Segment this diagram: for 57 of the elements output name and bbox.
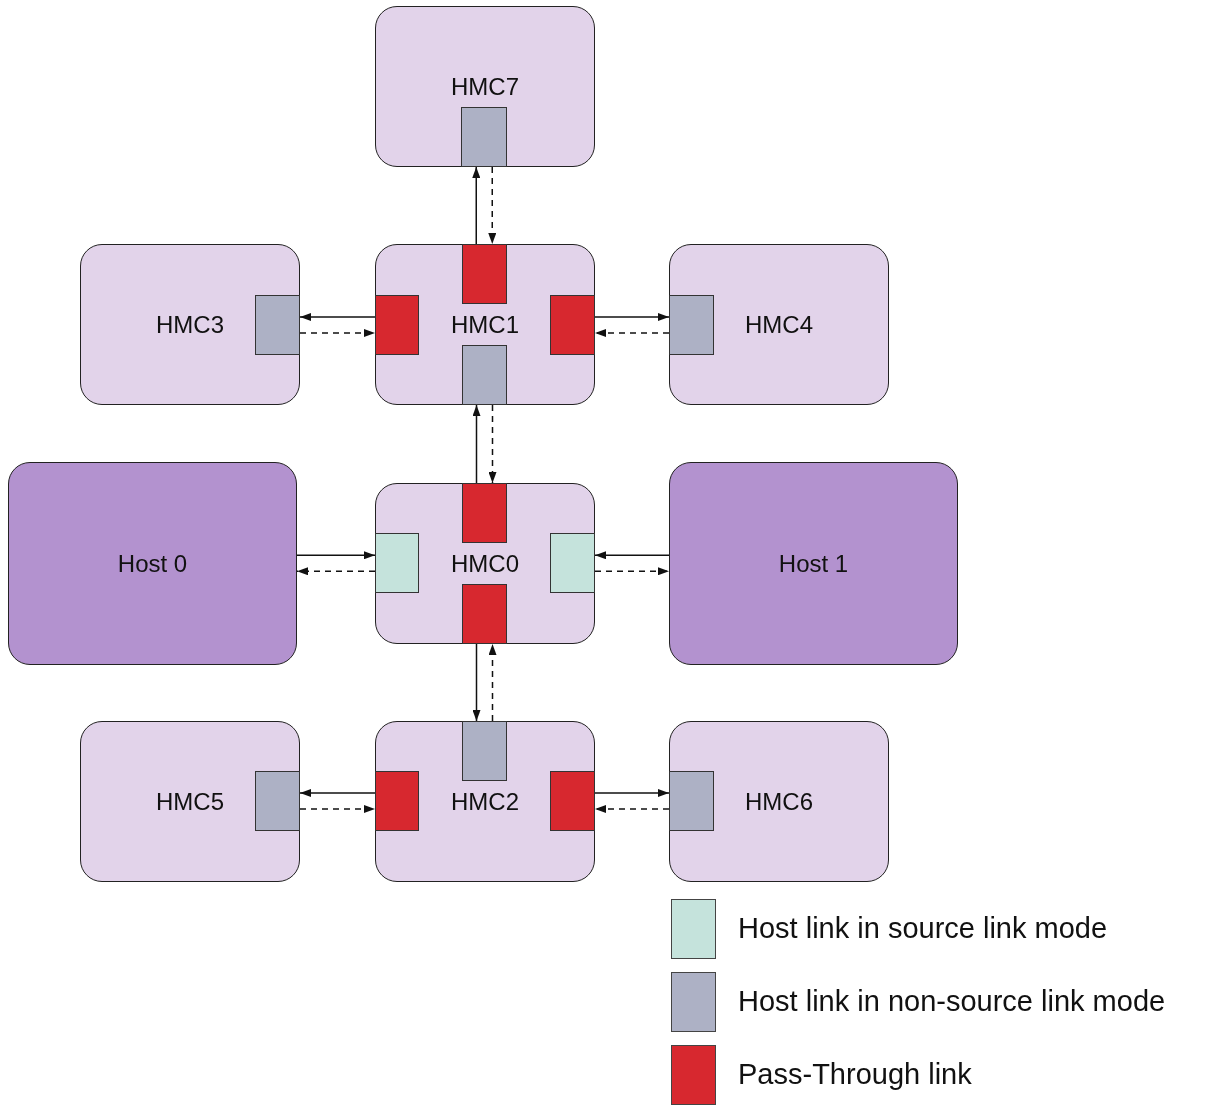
arrow: [299, 789, 376, 797]
node-label: HMC3: [156, 310, 224, 339]
memory-cube-box: [375, 244, 595, 405]
arrow: [594, 789, 670, 797]
arrow: [472, 404, 481, 484]
memory-cube-box: [80, 721, 300, 882]
arrow: [299, 313, 376, 321]
dashed-arrow: [488, 643, 497, 722]
legend-label: Pass-Through link: [738, 1057, 972, 1091]
link-port: [668, 294, 714, 355]
host-box: [8, 462, 297, 665]
node-label: HMC6: [745, 787, 813, 816]
node-label: Host 1: [778, 549, 849, 578]
arrow: [594, 551, 670, 560]
link-port: [374, 294, 419, 355]
dashed-arrow: [488, 166, 497, 245]
link-port: [461, 344, 507, 405]
dashed-arrow: [594, 805, 670, 813]
legend-label: Host link in source link mode: [738, 911, 1108, 945]
arrow: [472, 643, 481, 722]
dashed-arrow: [296, 567, 376, 576]
arrow: [472, 166, 481, 245]
node-label: HMC0: [451, 549, 519, 578]
dashed-arrow: [299, 805, 376, 813]
link-port: [374, 532, 419, 593]
link-port: [549, 532, 595, 593]
link-port: [549, 294, 595, 355]
link-port: [461, 583, 507, 644]
host-box: [669, 462, 958, 665]
legend-label: Host link in non-source link mode: [738, 984, 1166, 1018]
link-port: [461, 243, 507, 304]
node-label: HMC7: [451, 72, 519, 101]
link-port: [461, 482, 507, 543]
memory-cube-box: [375, 721, 595, 882]
memory-cube-box: [80, 244, 300, 405]
link-port: [460, 106, 507, 167]
dashed-arrow: [488, 404, 497, 484]
memory-cube-box: [375, 6, 595, 167]
arrow: [594, 313, 670, 321]
link-port: [374, 770, 419, 831]
link-port: [549, 770, 595, 831]
dashed-arrow: [299, 329, 376, 337]
dashed-arrow: [594, 329, 670, 337]
node-label: HMC1: [451, 310, 519, 339]
memory-cube-box: [669, 244, 889, 405]
link-port: [668, 770, 714, 831]
memory-cube-box: [669, 721, 889, 882]
link-port: [254, 770, 300, 831]
link-port: [461, 720, 507, 781]
link-port: [254, 294, 300, 355]
arrow: [296, 551, 376, 560]
node-label: HMC5: [156, 787, 224, 816]
node-label: Host 0: [117, 549, 188, 578]
node-label: HMC2: [451, 787, 519, 816]
dashed-arrow: [594, 567, 670, 576]
memory-cube-box: [375, 483, 595, 644]
node-label: HMC4: [745, 310, 813, 339]
